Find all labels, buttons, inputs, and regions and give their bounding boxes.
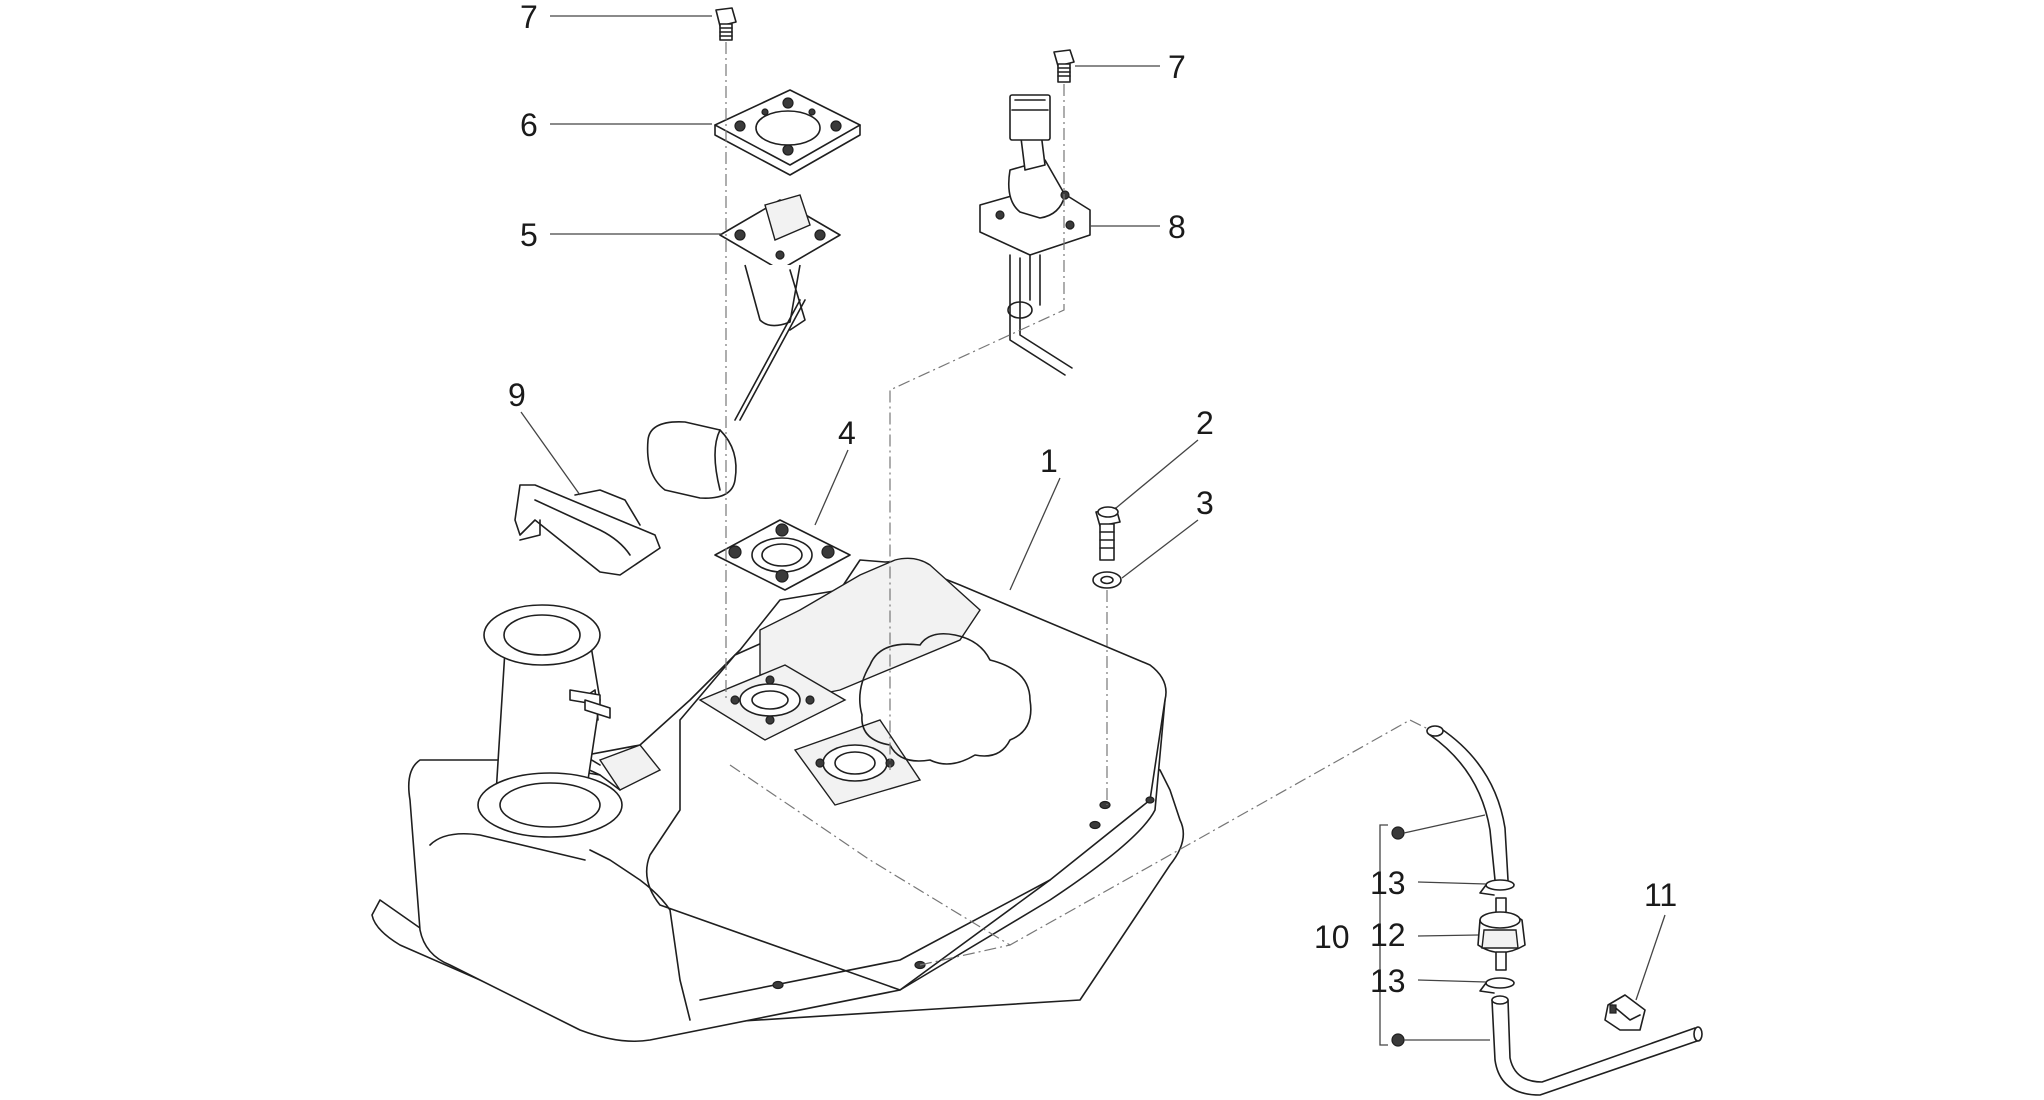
filler-neck	[477, 604, 623, 838]
tank-sender-flange	[793, 719, 922, 806]
vent-hose-upper	[1426, 725, 1509, 881]
callout-8: 8	[1168, 209, 1186, 245]
vent-hose-lower	[1491, 995, 1703, 1096]
leader-lines	[520, 15, 1666, 1047]
callout-10: 10	[1314, 919, 1350, 955]
callout-1: 1	[1040, 443, 1058, 479]
callout-7-top-right: 7	[1168, 49, 1186, 85]
cover-plate	[714, 89, 861, 176]
check-valve	[1477, 897, 1526, 971]
hose-clamp-upper	[1479, 879, 1515, 896]
callout-6: 6	[520, 107, 538, 143]
bracket	[514, 484, 661, 576]
callout-13-upper: 13	[1370, 865, 1406, 901]
callout-13-lower: 13	[1370, 963, 1406, 999]
callout-12: 12	[1370, 917, 1406, 953]
gasket	[714, 519, 851, 591]
bolt-top-right	[1053, 49, 1075, 83]
callout-9: 9	[508, 377, 526, 413]
callout-5: 5	[520, 217, 538, 253]
hose-clip	[1604, 994, 1646, 1031]
assembly-lines	[725, 42, 1431, 966]
fuel-pump	[979, 94, 1091, 376]
hose-clamp-lower	[1479, 977, 1515, 994]
washer	[1092, 571, 1122, 589]
callout-2: 2	[1196, 405, 1214, 441]
callout-3: 3	[1196, 485, 1214, 521]
callout-4: 4	[838, 415, 856, 451]
callout-labels: 1 2 3 4 5 6 7 7 8 9 10 11 12 13 13	[508, 0, 1677, 999]
tank-opening	[859, 632, 1032, 765]
screw	[1095, 506, 1121, 561]
fuel-level-sender	[646, 194, 841, 499]
callout-7-top-left: 7	[520, 0, 538, 35]
tank-pump-flange	[698, 664, 847, 741]
bolt-top-left	[715, 7, 737, 41]
callout-11: 11	[1644, 877, 1677, 913]
